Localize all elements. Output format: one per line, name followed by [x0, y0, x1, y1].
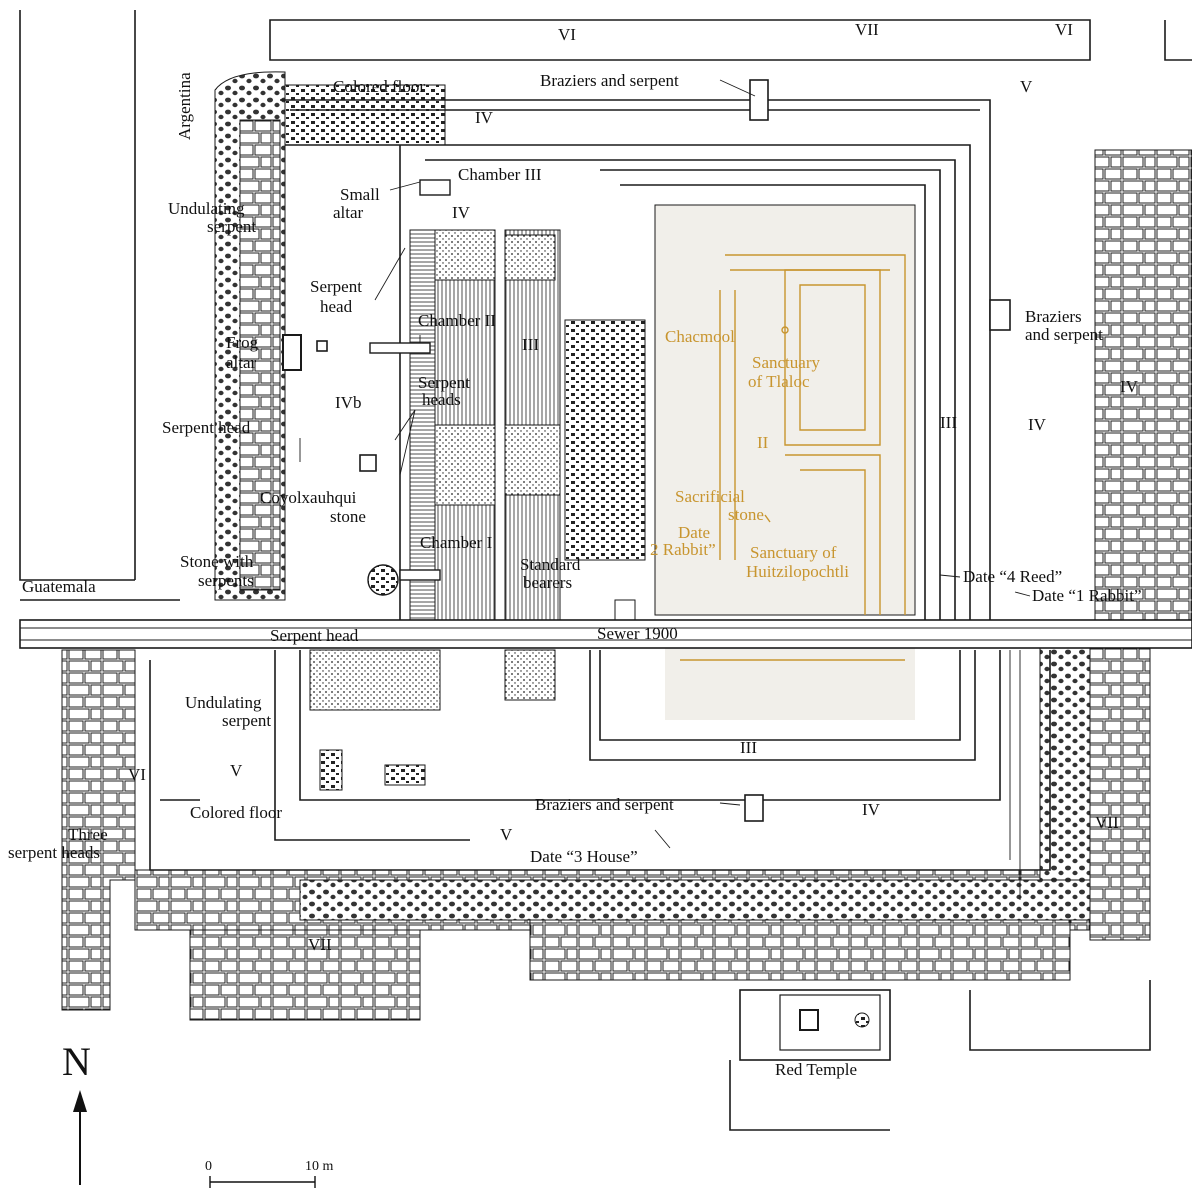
label-date-2-rabbit-1: Date	[678, 523, 710, 542]
label-braziers-serpent-s: Braziers and serpent	[535, 795, 674, 814]
label-undulating-s-2: serpent	[222, 711, 271, 730]
label-standard-bearers-1: Standard	[520, 555, 581, 574]
stage-ii-labels: Chacmool Sanctuary of Tlaloc II Sacrific…	[650, 327, 849, 581]
label-date-4-reed: Date “4 Reed”	[963, 567, 1062, 586]
undulating-serpent-band	[214, 71, 446, 601]
label-undulating-s-1: Undulating	[185, 693, 262, 712]
scale-zero: 0	[205, 1159, 212, 1174]
chamber-ii-mark	[369, 342, 431, 354]
stage-numerals: VI VII VI V IV IV IVb III III IV IV III …	[128, 20, 1139, 954]
label-small-altar-2: altar	[333, 203, 364, 222]
stage-vi-n: VI	[558, 25, 576, 44]
scale-bar	[209, 1176, 316, 1188]
red-temple-structure	[729, 980, 1151, 1131]
label-coyolxauhqui-1: Coyolxauhqui	[260, 488, 357, 507]
label-chamber-iii: Chamber III	[458, 165, 542, 184]
label-date-3-house: Date “3 House”	[530, 847, 638, 866]
stage-iv-far-e: IV	[1120, 377, 1139, 396]
north-letter: N	[62, 1039, 91, 1084]
label-three-serpent-2: serpent heads	[8, 843, 100, 862]
stage-v-s: V	[500, 825, 513, 844]
stage-iii-e: III	[940, 413, 957, 432]
stage-vii-sw: VII	[308, 935, 332, 954]
label-standard-bearers-2: bearers	[523, 573, 572, 592]
stage-vi-ne: VI	[1055, 20, 1073, 39]
stage-iv-s: IV	[862, 800, 881, 819]
label-sewer: Sewer 1900	[597, 624, 678, 643]
label-sanctuary-tlaloc-2: of Tlaloc	[748, 372, 810, 391]
label-stage-ii: II	[757, 433, 769, 452]
label-serpent-head-s: Serpent head	[270, 626, 359, 645]
stage-v-ne: V	[1020, 77, 1033, 96]
label-undulating-n-1: Undulating	[168, 199, 245, 218]
label-chacmool: Chacmool	[665, 327, 735, 346]
label-braziers-serpent-n: Braziers and serpent	[540, 71, 679, 90]
label-sacrificial-2: stone	[728, 505, 764, 524]
label-sacrificial-1: Sacrificial	[675, 487, 745, 506]
sewer-1900	[19, 619, 1192, 649]
chamber-iii-mark	[419, 179, 451, 196]
label-date-1-rabbit: Date “1 Rabbit”	[1032, 586, 1142, 605]
label-serpent-head-1: Serpent	[310, 277, 362, 296]
label-serpent-heads-2: heads	[422, 390, 461, 409]
label-chamber-ii: Chamber II	[418, 311, 496, 330]
stage-walls	[149, 19, 1091, 900]
label-stone-serpents-1: Stone with	[180, 552, 254, 571]
stairways	[309, 229, 646, 711]
label-coyolxauhqui-2: stone	[330, 507, 366, 526]
stage-iv-n: IV	[452, 203, 471, 222]
label-sanctuary-huitz-1: Sanctuary of	[750, 543, 837, 562]
stage-iii-w: III	[522, 335, 539, 354]
label-sanctuary-tlaloc-1: Sanctuary	[752, 353, 820, 372]
chamber-i-mark	[399, 569, 441, 581]
stage-vii-n: VII	[855, 20, 879, 39]
label-argentina: Argentina	[175, 72, 194, 140]
street-lines	[19, 10, 1192, 601]
stage-ii-temple	[654, 204, 916, 720]
coyolxauhqui-stone-mark	[367, 564, 399, 596]
label-colored-floor-s: Colored floor	[190, 803, 282, 822]
label-guatemala: Guatemala	[22, 577, 96, 596]
stage-iii-s: III	[740, 738, 757, 757]
stage-iv-e: IV	[1028, 415, 1047, 434]
label-frog-altar-1: Frog	[226, 333, 259, 352]
label-frog-altar-2: altar	[226, 353, 257, 372]
features	[282, 79, 1011, 822]
stage-ivb: IVb	[335, 393, 361, 412]
frog-altar-mark	[282, 334, 302, 371]
stage-v-sw: V	[230, 761, 243, 780]
label-date-2-rabbit-2: 2 Rabbit”	[650, 540, 716, 559]
label-sanctuary-huitz-2: Huitzilopochtli	[746, 562, 849, 581]
label-undulating-n-2: serpent	[207, 217, 256, 236]
stage-vi-sw: VI	[128, 765, 146, 784]
label-serpent-head-2: head	[320, 297, 353, 316]
label-chamber-i: Chamber I	[420, 533, 493, 552]
north-arrow	[73, 1090, 87, 1185]
stage-vii-stonework	[61, 149, 1192, 1021]
stage-iv-nw: IV	[475, 108, 494, 127]
map-labels: Argentina Guatemala Colored floor Brazie…	[8, 71, 1142, 1174]
scale-ten: 10 m	[305, 1159, 334, 1174]
label-colored-floor-n: Colored floor	[333, 77, 425, 96]
label-serpent-head-w: Serpent head	[162, 418, 251, 437]
label-braziers-e-1: Braziers	[1025, 307, 1082, 326]
stage-vii-se: VII	[1095, 813, 1119, 832]
label-serpent-heads-1: Serpent	[418, 373, 470, 392]
label-red-temple: Red Temple	[775, 1060, 857, 1079]
label-small-altar-1: Small	[340, 185, 380, 204]
label-three-serpent-1: Three	[68, 825, 108, 844]
label-stone-serpents-2: serpents	[198, 571, 254, 590]
label-braziers-e-2: and serpent	[1025, 325, 1103, 344]
leader-lines	[299, 79, 1031, 849]
